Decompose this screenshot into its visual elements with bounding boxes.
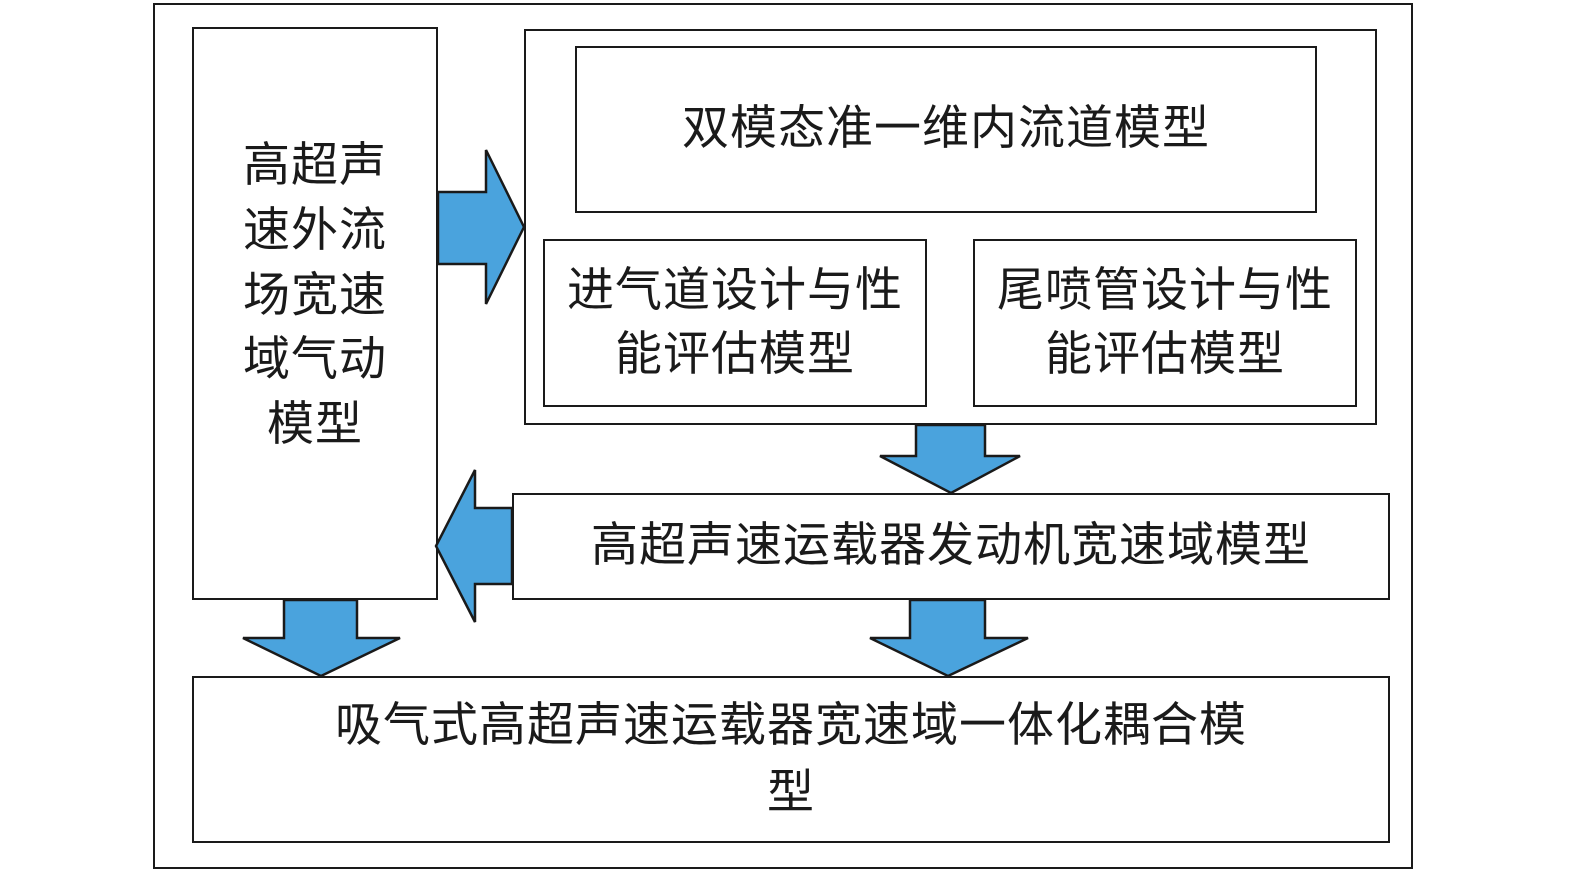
outer-frame: [153, 3, 1413, 869]
arrow-down-from-external-flow: [242, 598, 401, 678]
engine-wide-speed-model-label: 高超声速运载器发动机宽速域模型: [591, 518, 1311, 574]
dual-mode-flowpath-model-label: 双模态准一维内流道模型: [682, 101, 1210, 157]
inlet-design-model-label: 进气道设计与性能评估模型: [567, 263, 903, 382]
arrow-down-from-engine-wide: [869, 598, 1029, 678]
engine-wide-speed-model-box: 高超声速运载器发动机宽速域模型: [512, 493, 1390, 600]
arrow-left-to-external-flow: [434, 469, 514, 623]
dual-mode-flowpath-model-box: 双模态准一维内流道模型: [575, 46, 1317, 213]
nozzle-design-model-label: 尾喷管设计与性能评估模型: [997, 263, 1333, 382]
coupled-integrated-model-label: 吸气式高超声速运载器宽速域一体化耦合模型: [335, 697, 1247, 820]
inlet-design-model-box: 进气道设计与性能评估模型: [543, 239, 927, 407]
coupled-integrated-model-box: 吸气式高超声速运载器宽速域一体化耦合模型: [192, 676, 1390, 843]
external-flow-model-label: 高超声速外流场宽速域气动模型: [243, 137, 387, 453]
arrow-right-to-engine-group: [436, 149, 526, 305]
nozzle-design-model-box: 尾喷管设计与性能评估模型: [973, 239, 1357, 407]
arrow-down-to-engine-wide: [879, 423, 1021, 495]
